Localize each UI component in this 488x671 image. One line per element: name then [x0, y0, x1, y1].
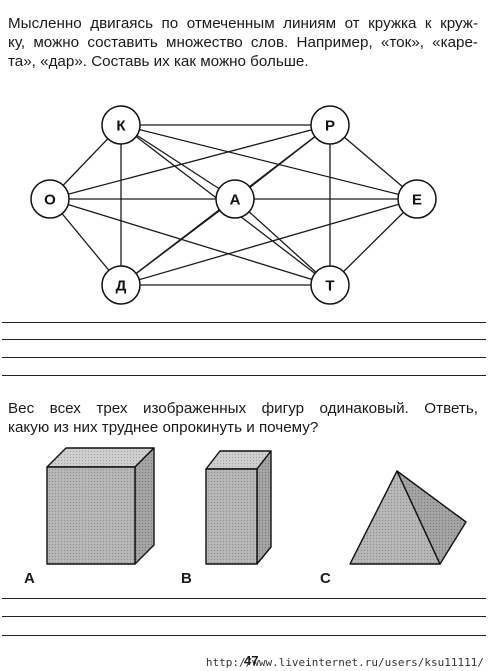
answer-line — [2, 357, 486, 358]
node-a-letter: А — [230, 192, 241, 209]
task-1-line: та», «дар». Составь их как можно больше. — [8, 53, 309, 70]
task-2-line: какую из них труднее опрокинуть и почему… — [8, 419, 319, 436]
edge-a-d — [120, 198, 236, 286]
edge-k-a — [120, 124, 236, 200]
edge-k-e — [120, 124, 418, 200]
edge-o-t — [49, 198, 331, 286]
node-e-letter: Е — [412, 192, 422, 209]
figure-a-box — [46, 447, 155, 565]
node-o-letter: О — [44, 192, 56, 209]
node-r-letter: Р — [325, 118, 335, 135]
node-t: Т — [310, 265, 350, 305]
node-e: Е — [397, 179, 437, 219]
letter-graph: К Р О А Е Д Т — [30, 105, 437, 305]
node-d: Д — [101, 265, 141, 305]
graph-nodes: К Р О А Е Д Т — [30, 105, 437, 305]
edge-o-r — [49, 124, 331, 200]
answer-line — [2, 635, 486, 636]
answer-line — [2, 375, 486, 376]
figures-area — [46, 447, 467, 565]
figure-c-pyramid — [349, 470, 467, 565]
task-1-text: Мысленно двигаясь по отмеченным линиям о… — [8, 14, 478, 71]
page-number: 47 — [244, 653, 259, 668]
edge-e-d — [120, 198, 418, 286]
task-2-line: Вес всех трех изображенных фигур одинако… — [8, 400, 478, 417]
answer-line — [2, 598, 486, 599]
task-1-line: ку, можно составить множество слов. Напр… — [8, 34, 478, 51]
task-1-line: Мысленно двигаясь по отмеченным линиям о… — [8, 15, 478, 32]
answer-line — [2, 616, 486, 617]
node-k-letter: К — [116, 118, 126, 135]
figure-b-label: В — [181, 570, 192, 587]
node-k: К — [101, 105, 141, 145]
answer-line — [2, 322, 486, 323]
source-url: http://www.liveinternet.ru/users/ksu1111… — [205, 656, 484, 669]
figure-a-label: А — [24, 570, 35, 587]
node-o: О — [30, 179, 70, 219]
node-a: А — [215, 179, 255, 219]
edge-e-t — [329, 198, 418, 286]
node-d-letter: Д — [116, 278, 127, 295]
answer-line — [2, 339, 486, 340]
node-t-letter: Т — [325, 278, 334, 295]
edge-a-t — [234, 198, 331, 286]
task-2-text: Вес всех трех изображенных фигур одинако… — [8, 399, 478, 437]
figure-c-label: С — [320, 570, 331, 587]
figure-b-box — [205, 450, 272, 565]
node-r: Р — [310, 105, 350, 145]
